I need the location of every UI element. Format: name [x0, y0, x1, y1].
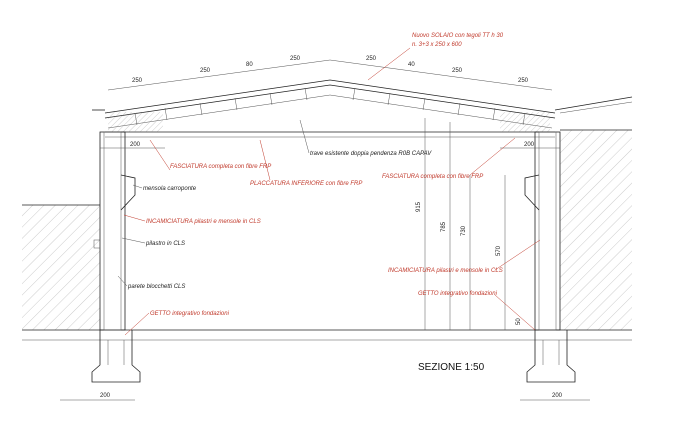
ground-right	[560, 129, 632, 330]
label-incamiciatura-left: INCAMICIATURA pilastri e mensole in CLS	[146, 219, 261, 225]
dim-base-right: 200	[552, 393, 563, 399]
dim-top-5: 250	[366, 56, 377, 62]
dim-top-4: 250	[290, 56, 301, 62]
label-getto-right: GETTO integrativo fondazioni	[418, 291, 498, 297]
right-column	[524, 131, 576, 383]
dim-915: 915	[416, 201, 422, 212]
dim-200-bottom: 200 200	[60, 393, 590, 401]
dim-right-200: 200	[524, 142, 535, 148]
dim-top-1: 250	[132, 78, 143, 84]
center-annotations: trave esistente doppia pendenza R0B CAPA…	[250, 119, 432, 187]
label-pilastro: pilastro in CLS	[145, 241, 185, 247]
dim-top-3: 80	[246, 62, 253, 68]
ground-left	[22, 204, 100, 330]
dim-top-6: 40	[408, 62, 415, 68]
dim-base-left: 200	[100, 393, 111, 399]
label-fasciatura-left: FASCIATURA completa con fibre FRP	[170, 164, 271, 170]
label-mensola: mensola carroponte	[143, 186, 197, 192]
label-incamiciatura-right: INCAMICIATURA pilastri e mensole in CLS	[388, 268, 503, 274]
top-dimensions: 250 250 80 250 250 40 250 250	[107, 56, 553, 91]
dim-785: 785	[441, 221, 447, 232]
dim-left-200: 200	[130, 142, 141, 148]
label-placcatura: PLACCATURA INFERIORE con fibre FRP	[250, 181, 362, 187]
roof-note-line2: n. 3+3 x 250 x 600	[412, 42, 462, 48]
dim-570: 570	[496, 245, 502, 256]
roof	[92, 79, 633, 138]
roof-note-line1: Nuovo SOLAIO con tegoli TT h 30	[412, 33, 504, 39]
drawing-title: SEZIONE 1:50	[418, 362, 485, 373]
dim-730: 730	[461, 225, 467, 236]
dim-top-2: 250	[200, 68, 211, 74]
label-getto-left: GETTO integrativo fondazioni	[150, 311, 230, 317]
left-annotations: FASCIATURA completa con fibre FRP mensol…	[117, 139, 271, 336]
roof-note: Nuovo SOLAIO con tegoli TT h 30 n. 3+3 x…	[367, 33, 504, 81]
right-annotations: FASCIATURA completa con fibre FRP INCAMI…	[382, 137, 541, 331]
label-trave: trave esistente doppia pendenza R0B CAPA…	[310, 151, 432, 157]
label-parete: parete blocchetti CLS	[127, 284, 185, 290]
dim-50: 50	[516, 318, 522, 325]
vertical-dimensions: 915 785 730 570 50	[416, 118, 522, 330]
label-fasciatura-right: FASCIATURA completa con fibre FRP	[382, 174, 483, 180]
left-column	[91, 131, 141, 383]
dim-top-7: 250	[452, 68, 463, 74]
dim-200-top: 200 200	[100, 142, 560, 149]
dim-top-8: 250	[518, 78, 529, 84]
